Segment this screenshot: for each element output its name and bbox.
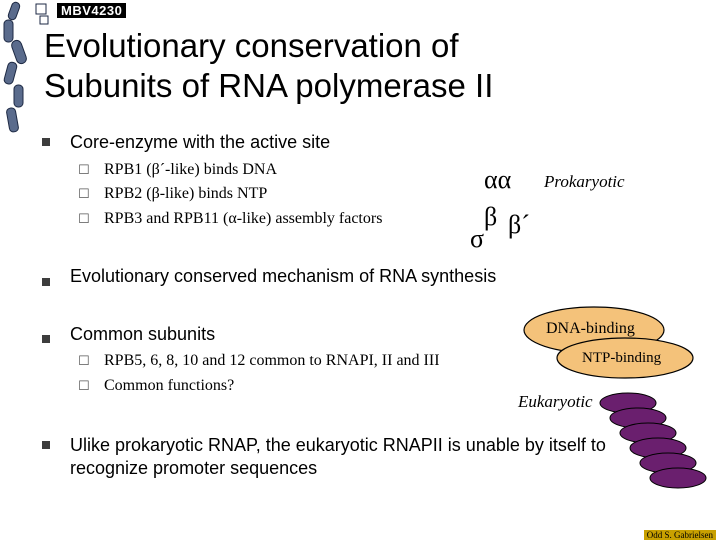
checkbox-bullet-icon: ☐: [78, 354, 90, 369]
alpha-subunits: αα: [484, 165, 512, 194]
ntp-binding-label: NTP-binding: [582, 350, 662, 366]
eukaryotic-label: Eukaryotic: [518, 392, 593, 411]
bullet-marker: [42, 278, 50, 286]
bullet-3-sub-1: RPB5, 6, 8, 10 and 12 common to RNAPI, I…: [104, 352, 440, 369]
footer-author: Odd S. Gabrielsen: [643, 530, 716, 540]
bullet-2-text: Evolutionary conserved mechanism of RNA …: [70, 266, 497, 286]
checkbox-bullet-icon: ☐: [78, 163, 90, 178]
bullet-3-text: Common subunits: [70, 324, 216, 344]
beta-subunit: β: [484, 202, 498, 231]
title-line-1: Evolutionary conservation of: [44, 27, 459, 64]
slide-title: Evolutionary conservation of Subunits of…: [44, 26, 493, 106]
checkbox-bullet-icon: ☐: [78, 187, 90, 202]
small-subunit: [649, 467, 707, 489]
beta-prime-subunit: β´: [508, 210, 530, 239]
course-code-label: MBV4230: [57, 3, 127, 18]
bullet-1-text: Core-enzyme with the active site: [70, 132, 331, 152]
checkbox-bullet-icon: ☐: [78, 379, 90, 394]
bullet-marker: [42, 335, 50, 343]
bullet-marker: [42, 441, 50, 449]
prokaryotic-label: Prokaryotic: [544, 172, 625, 191]
checkbox-bullet-icon: ☐: [78, 212, 90, 227]
bullet-3-sub-2: Common functions?: [104, 377, 235, 394]
sigma-subunit: σ: [470, 224, 485, 253]
bullet-1-sub-3: RPB3 and RPB11 (α-like) assembly factors: [104, 210, 383, 227]
bullet-1-sub-2: RPB2 (β-like) binds NTP: [104, 185, 268, 202]
title-line-2: Subunits of RNA polymerase II: [44, 67, 494, 104]
bullet-marker: [42, 138, 50, 146]
bullet-4-text: Ulike prokaryotic RNAP, the eukaryotic R…: [70, 435, 606, 478]
bullet-1-sub-1: RPB1 (β´-like) binds DNA: [104, 161, 278, 178]
dna-binding-label: DNA-binding: [546, 320, 635, 337]
ntp-binding-subunit: [556, 337, 694, 379]
